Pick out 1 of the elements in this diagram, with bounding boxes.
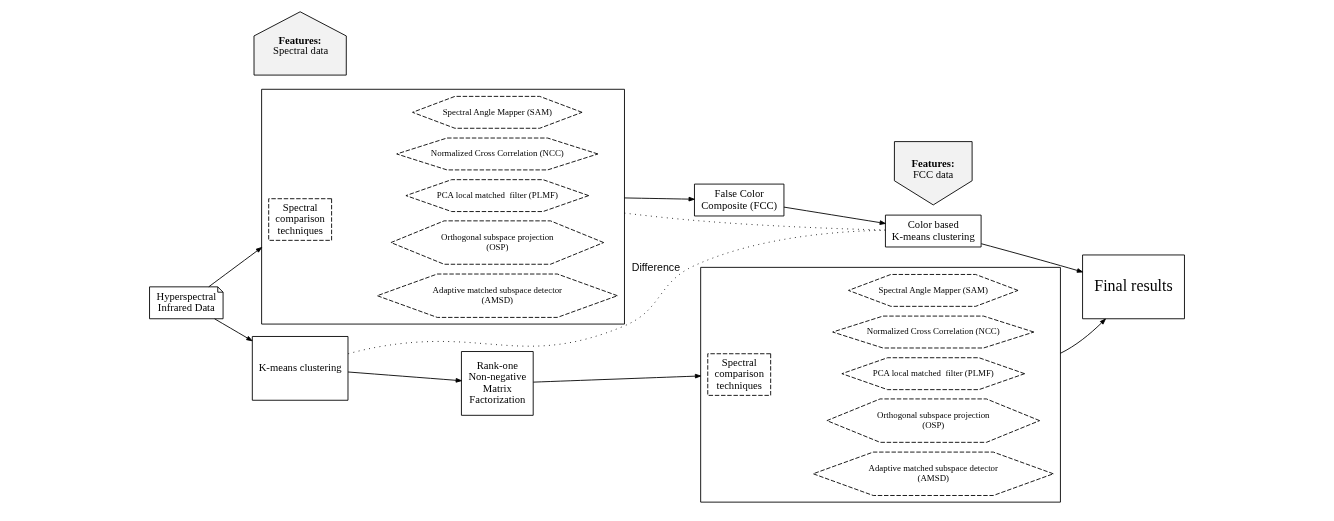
edge-label: Difference <box>631 261 681 274</box>
